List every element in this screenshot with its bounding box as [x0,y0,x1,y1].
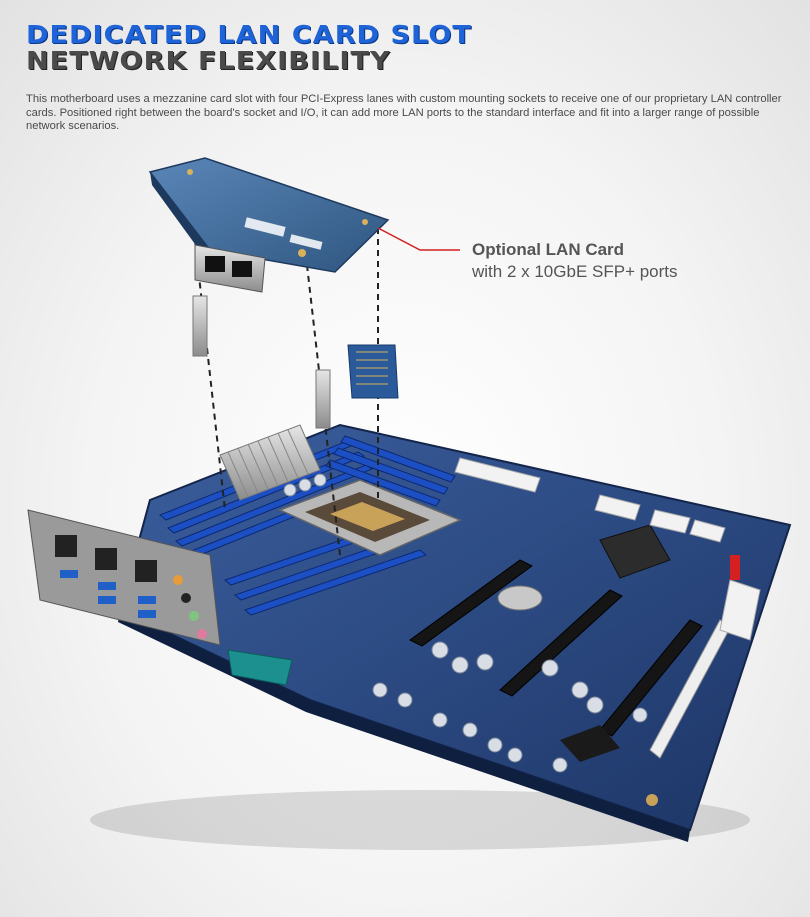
standoff-left [192,295,208,357]
rear-io-panel [27,509,293,686]
mezzanine-connector [347,344,399,399]
lan-card [148,157,390,293]
callout-title: Optional LAN Card [472,240,625,259]
heading-line-2: NETWORK FLEXIBILITY [26,46,391,75]
vrm-heatsink [219,424,321,501]
standoff-right [315,369,331,429]
heading-line-1: DEDICATED LAN CARD SLOT [26,20,472,49]
motherboard [118,423,792,842]
callout-line [377,227,460,251]
callout-subtitle: with 2 x 10GbE SFP+ ports [472,262,678,281]
description-text: This motherboard uses a mezzanine card s… [26,93,782,132]
